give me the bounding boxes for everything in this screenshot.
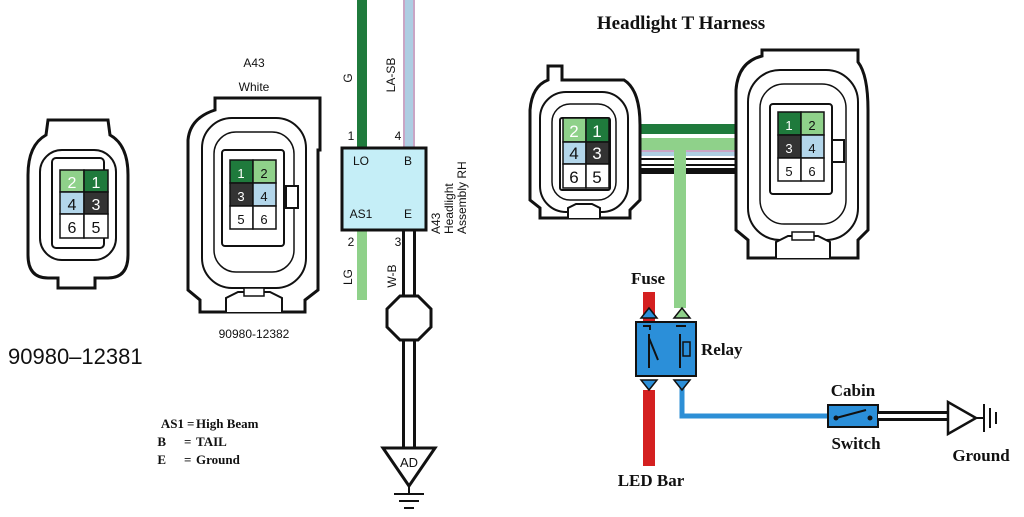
left-connector: 2 1 4 3 6 5 [26,118,130,290]
assembly-label-as1: AS1 [350,207,373,221]
harness-left-pin-4: 4 [569,144,578,163]
assembly-side-label: A43 Headlight Assembly RH [429,161,469,234]
left-pin-5: 5 [92,220,101,237]
assembly-label-b: B [404,154,412,168]
assembly-wires [357,0,416,448]
wire-label-w-b: W-B [385,264,399,287]
ground-wire-stripe [878,414,948,418]
relay [635,306,697,392]
harness-right-pin-4: 4 [808,141,815,156]
mid-pin-2: 2 [260,166,267,181]
legend: AS1 = High Beam B = TAIL E = Ground [157,416,258,467]
assembly-pin-2: 2 [348,235,355,249]
mid-part-number: 90980-12382 [219,327,290,341]
mid-connector: 1 2 3 4 5 6 [186,96,322,314]
legend-value-high-beam: High Beam [196,416,259,431]
legend-key-b: B [157,434,166,449]
mid-pin-5: 5 [237,212,244,227]
harness-left-pin-5: 5 [592,168,601,187]
harness-left-pin-1: 1 [592,122,601,141]
assembly-side-line1: A43 [429,212,443,234]
wire-label-lg: LG [341,269,355,285]
legend-key-e: E [157,452,166,467]
mid-pin-6: 6 [260,212,267,227]
splice-octagon [385,294,433,342]
left-pin-3: 3 [92,197,101,214]
harness-right-pin-6: 6 [808,164,815,179]
legend-value-ground: Ground [196,452,241,467]
assembly-pin-4: 4 [395,129,402,143]
mid-pin-3: 3 [237,189,244,204]
left-pin-4: 4 [68,197,77,214]
harness-left-connector: 2 1 4 3 6 5 [528,64,642,220]
legend-key-as1: AS1 [161,416,184,431]
assembly-side-line2: Headlight [442,183,456,234]
legend-eq-2: = [184,434,191,449]
switch-wire [679,382,828,419]
led-bar-wire [643,390,655,466]
harness-left-pin-3: 3 [592,144,601,163]
cabin-switch [827,404,879,428]
left-pin-6: 6 [68,220,77,237]
ground-ad-triangle [380,446,438,489]
harness-right-pin-5: 5 [785,164,792,179]
mid-connector-code: A43 [243,56,265,70]
headlight-assembly-box [340,146,428,232]
wire-label-la-sb: LA-SB [384,58,398,93]
left-pin-1: 1 [92,175,101,192]
harness-title: Headlight T Harness [597,13,765,34]
harness-right-connector: 1 2 3 4 5 6 [734,48,870,260]
relay-label: Relay [701,340,743,359]
wire-label-g: G [341,73,355,82]
cabin-label: Cabin [831,381,876,400]
harness-right-pin-3: 3 [785,141,792,156]
mid-pin-1: 1 [237,166,244,181]
assembly-label-e: E [404,207,412,221]
left-part-number: 90980–12381 [8,344,143,369]
harness-bundle [630,124,742,308]
switch-label: Switch [831,434,881,453]
harness-right-pin-2: 2 [808,118,815,133]
assembly-pin-1: 1 [348,129,355,143]
harness-left-pin-2: 2 [569,122,578,141]
assembly-pin-3: 3 [395,235,402,249]
assembly-side-line3: Assembly RH [455,161,469,234]
ground-ad-symbol [394,486,424,509]
left-pin-2: 2 [68,175,77,192]
legend-eq-3: = [184,452,191,467]
fuse-label: Fuse [631,269,665,288]
legend-value-tail: TAIL [196,434,227,449]
ground-ad-label: AD [400,455,418,470]
mid-pin-4: 4 [260,189,267,204]
legend-eq-1: = [187,416,194,431]
mid-connector-color: White [239,80,270,94]
assembly-label-lo: LO [353,154,369,168]
led-bar-label: LED Bar [618,471,685,490]
harness-left-pin-6: 6 [569,168,578,187]
ground-label: Ground [952,446,1010,465]
harness-right-pin-1: 1 [785,118,792,133]
ground-symbol [946,399,997,437]
